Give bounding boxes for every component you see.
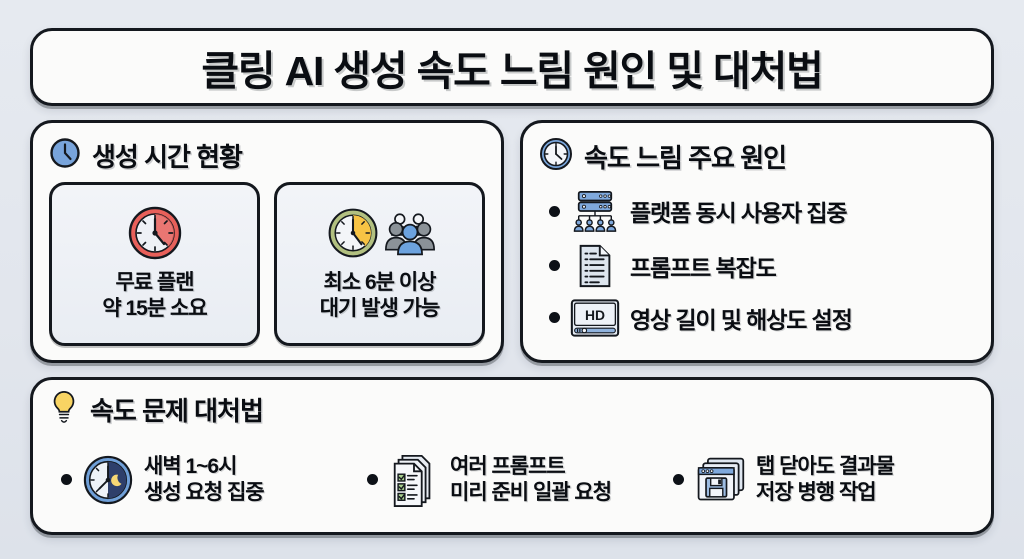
server-users-icon	[570, 188, 620, 234]
hd-badge-text: HD	[585, 306, 605, 322]
free-plan-line1: 무료 플랜	[115, 271, 194, 295]
slow-causes-heading: 속도 느림 주요 원인	[584, 143, 787, 173]
bullet-dot	[549, 260, 560, 272]
wait-time-line1: 최소 6분 이상	[323, 271, 437, 295]
save-windows-icon	[693, 454, 747, 506]
cause-label: 영상 길이 및 해상도 설정	[630, 306, 853, 333]
cause-row: 플랫폼 동시 사용자 집중	[545, 188, 975, 234]
free-plan-line2: 약 15분 소요	[102, 297, 207, 320]
title-card: 클링 AI 생성 속도 느림 원인 및 대처법	[30, 28, 994, 106]
tip-line2: 저장 병행 작업	[756, 480, 877, 504]
generation-time-header: 생성 시간 현황	[49, 137, 485, 174]
generation-time-heading: 생성 시간 현황	[92, 142, 243, 172]
tip-text: 여러 프롬프트 미리 준비 일괄 요청	[450, 454, 612, 505]
red-clock-icon	[124, 202, 186, 264]
cause-row: 프롬프트 복잡도	[545, 243, 975, 289]
slow-causes-header: 속도 느림 주요 원인	[539, 137, 975, 176]
generation-time-card: 생성 시간 현황	[30, 120, 504, 363]
tip-item: 여러 프롬프트 미리 준비 일괄 요청	[363, 453, 669, 507]
clock-icon	[49, 137, 81, 174]
free-plan-card: 무료 플랜 약 15분 소요	[49, 182, 260, 346]
tip-item: 새벽 1~6시 생성 요청 집중	[57, 454, 363, 506]
solutions-card: 속도 문제 대처법	[30, 377, 994, 535]
page-title: 클링 AI 생성 속도 느림 원인 및 대처법	[201, 48, 823, 94]
people-group-icon	[384, 213, 435, 256]
solutions-header: 속도 문제 대처법	[49, 390, 975, 429]
causes-list: 플랫폼 동시 사용자 집중	[539, 184, 975, 346]
document-lines-icon	[570, 243, 620, 289]
slow-causes-card: 속도 느림 주요 원인	[520, 120, 994, 363]
wall-clock-icon	[539, 137, 573, 176]
generation-time-subcards: 무료 플랜 약 15분 소요	[49, 182, 485, 346]
lightbulb-icon	[49, 390, 79, 429]
middle-row: 생성 시간 현황	[30, 120, 994, 363]
wait-time-card: 최소 6분 이상 대기 발생 가능	[274, 182, 485, 346]
bullet-dot	[61, 474, 72, 485]
yellow-clock-icon	[328, 208, 377, 258]
checklist-stack-icon	[387, 453, 441, 507]
tips-row: 새벽 1~6시 생성 요청 집중	[49, 437, 975, 522]
tip-line1: 새벽 1~6시	[144, 454, 237, 478]
free-plan-text: 무료 플랜 약 15분 소요	[102, 270, 207, 321]
tip-line1: 여러 프롬프트	[450, 454, 566, 478]
tip-line1: 탭 닫아도 결과물	[756, 454, 895, 478]
tip-line2: 미리 준비 일괄 요청	[450, 480, 612, 504]
bullet-dot	[549, 205, 560, 217]
bullet-dot	[367, 474, 378, 485]
tip-text: 탭 닫아도 결과물 저장 병행 작업	[756, 454, 895, 505]
tip-item: 탭 닫아도 결과물 저장 병행 작업	[669, 454, 975, 506]
cause-row: HD 영상 길이 및 해상도 설정	[545, 298, 975, 338]
cause-label: 프롬프트 복잡도	[630, 254, 777, 281]
night-clock-icon	[81, 454, 135, 506]
wait-time-line2: 대기 발생 가능	[319, 297, 441, 320]
yellow-clock-people-icon	[324, 202, 436, 264]
bullet-dot	[673, 474, 684, 485]
bullet-dot	[549, 312, 560, 324]
wait-time-text: 최소 6분 이상 대기 발생 가능	[319, 270, 441, 321]
solutions-heading: 속도 문제 대처법	[90, 396, 264, 426]
cause-label: 플랫폼 동시 사용자 집중	[630, 200, 848, 227]
tip-line2: 생성 요청 집중	[144, 480, 265, 504]
tip-text: 새벽 1~6시 생성 요청 집중	[144, 454, 265, 505]
hd-video-icon: HD	[570, 298, 620, 338]
